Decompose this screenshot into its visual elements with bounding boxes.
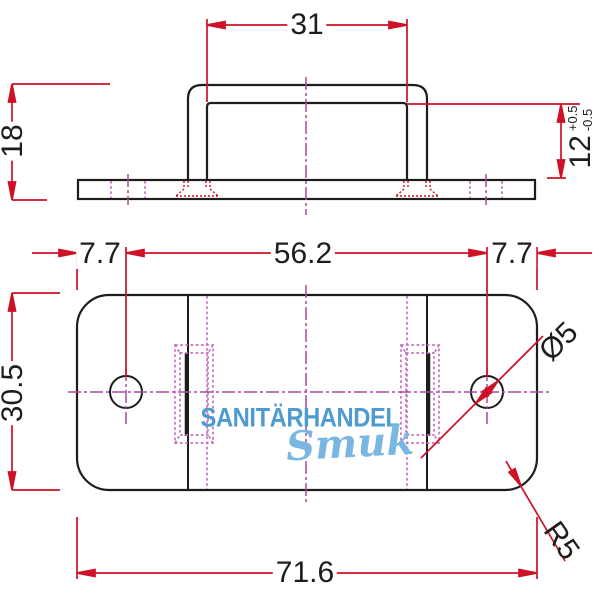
dimension-linework <box>7 19 592 579</box>
side-view-countersink-marks <box>175 181 439 197</box>
dim-hole-diameter <box>420 335 544 459</box>
dim-label-bridge-height: 12 +0.5 -0.5 <box>564 105 597 169</box>
plan-view-centerlines <box>68 285 549 505</box>
tab-corner <box>207 434 214 444</box>
watermark-brand-text: SANITÄRHANDEL <box>200 402 400 433</box>
arrowhead <box>556 159 566 179</box>
arrowhead <box>468 248 488 258</box>
dim-corner-radius <box>505 460 566 562</box>
arrowhead <box>518 568 538 578</box>
countersink-line <box>175 188 185 197</box>
dim-31 <box>206 19 408 102</box>
arrowhead <box>7 471 17 491</box>
arrowhead <box>507 467 522 487</box>
dim-label-inner-width: 31 <box>287 10 327 40</box>
watermark-brand-script: Smuk <box>284 416 416 471</box>
side-bridge-outer <box>186 83 429 180</box>
arrowhead <box>388 20 408 30</box>
arrowhead <box>58 248 78 258</box>
dim-label-plate-depth: 30.5 <box>0 360 29 426</box>
countersink-line <box>395 188 405 197</box>
arrowhead <box>475 386 493 404</box>
tab-corner <box>174 434 181 444</box>
dim-label-total-height: 18 <box>0 121 29 161</box>
arrowhead <box>556 103 566 123</box>
tab-corner <box>207 344 214 354</box>
tab-corner <box>400 344 407 354</box>
dim-label-edge-offset-left: 7.7 <box>76 239 124 269</box>
dim-label-hole-spacing: 56.2 <box>270 239 336 269</box>
arrowhead <box>76 568 96 578</box>
tolerance-plus: +0.5 <box>565 105 581 132</box>
arrowhead <box>206 20 226 30</box>
arrowhead <box>125 248 145 258</box>
dim-value-bridge-height: 12 <box>564 135 597 169</box>
tab-inner-right <box>405 352 435 436</box>
tab-inner-left <box>179 352 209 436</box>
dim-label-plate-width: 71.6 <box>272 558 338 588</box>
countersink-line <box>209 188 219 197</box>
arrowhead <box>7 181 17 201</box>
tab-corner <box>433 344 440 354</box>
dim-label-edge-offset-right: 7.7 <box>488 239 536 269</box>
tab-corner <box>400 434 407 444</box>
dim-12 <box>407 103 580 179</box>
countersink-line <box>429 188 439 197</box>
dim-tolerances-bridge-height: +0.5 -0.5 <box>565 105 596 132</box>
tolerance-minus: -0.5 <box>580 108 595 132</box>
arrowhead <box>7 83 17 103</box>
tab-corner <box>174 344 181 354</box>
arrowhead <box>7 292 17 312</box>
side-view-centerlines <box>127 77 487 215</box>
side-bridge-inner <box>205 101 409 180</box>
